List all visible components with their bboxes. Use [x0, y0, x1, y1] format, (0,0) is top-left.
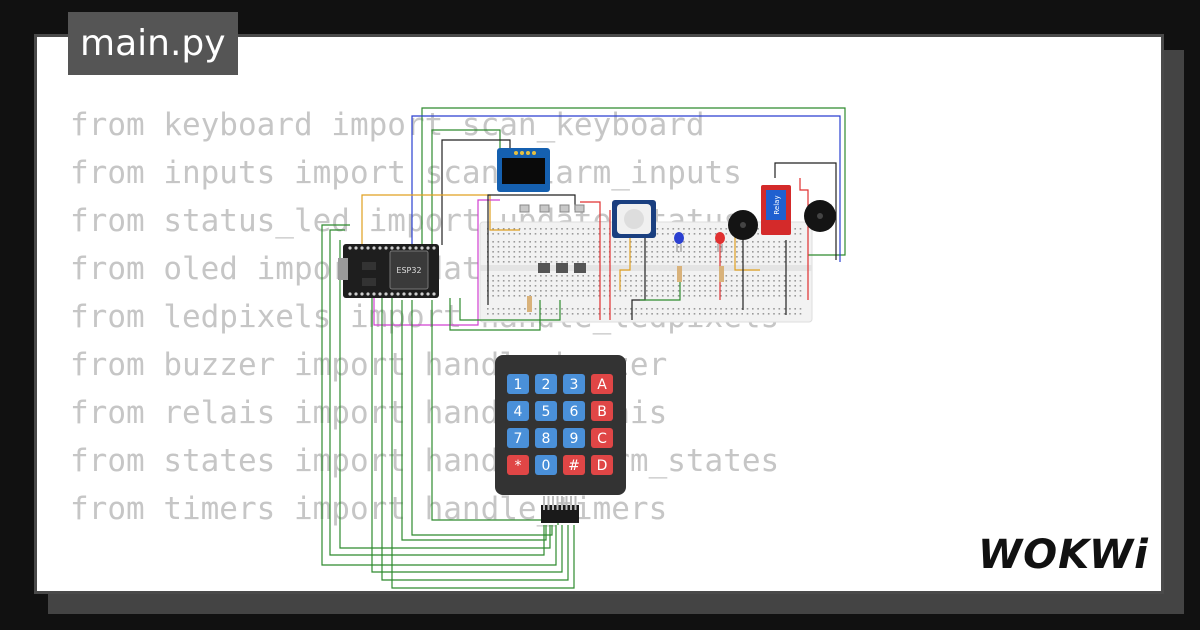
keypad-key-label: A [597, 377, 607, 393]
wire-green [339, 240, 551, 549]
keypad-key[interactable]: * [507, 455, 529, 475]
esp32-pins [348, 246, 436, 296]
wire-green [459, 298, 561, 321]
wire-green [401, 300, 547, 541]
slide-switches [519, 204, 586, 273]
wokwi-logo: WOKWi [978, 532, 1149, 576]
keypad-key[interactable]: C [591, 428, 613, 448]
keypad-keys: 1 2 3 A 4 5 6 B 7 8 9 C * 0 # D [507, 374, 613, 475]
wire-green [411, 300, 553, 536]
keypad-connector [543, 496, 577, 510]
wire-black [631, 238, 646, 320]
keypad-key[interactable]: A [591, 374, 613, 394]
keypad-key[interactable]: 3 [563, 374, 585, 394]
keypad-key-label: 8 [542, 431, 551, 447]
wire-red [799, 178, 809, 300]
keypad-key-label: 5 [542, 404, 551, 420]
wire-green [449, 298, 541, 331]
keypad-key[interactable]: 4 [507, 401, 529, 421]
wire-green [371, 298, 563, 573]
keypad-key[interactable]: 9 [563, 428, 585, 448]
wire-orange [619, 238, 631, 290]
keypad-key-label: 1 [514, 377, 523, 393]
buzzer-2 [804, 200, 836, 232]
esp32-board: ESP32 [338, 244, 439, 298]
wire-green [329, 229, 545, 556]
keypad-key[interactable]: D [591, 455, 613, 475]
keypad-key-label: 4 [514, 404, 523, 420]
wokwi-logo-text: WOKWi [978, 532, 1149, 576]
keypad-key-label: 0 [542, 458, 551, 474]
keypad-key[interactable]: 8 [535, 428, 557, 448]
code-line: from keyboard import scan_keyboard [70, 107, 705, 143]
breadboard [479, 221, 813, 323]
keypad-key[interactable]: 6 [563, 401, 585, 421]
wire-green [391, 298, 575, 589]
keypad-key-label: 3 [570, 377, 579, 393]
code-line: from inputs import scan_alarm_inputs [70, 155, 742, 191]
wire-black [774, 162, 837, 260]
keypad-key[interactable]: 2 [535, 374, 557, 394]
keypad-key-label: * [515, 458, 522, 474]
wire-green [321, 224, 557, 566]
keypad-key-label: 7 [514, 431, 523, 447]
wire-black [441, 139, 511, 245]
keypad-key[interactable]: # [563, 455, 585, 475]
keypad-key[interactable]: 5 [535, 401, 557, 421]
wire-blue [411, 115, 841, 262]
wire-black [487, 194, 576, 305]
keypad-key-label: 9 [570, 431, 579, 447]
wire-green [421, 107, 846, 256]
keypad-key-label: B [597, 404, 607, 420]
keypad-key[interactable]: 0 [535, 455, 557, 475]
relay-label: Relay [773, 195, 781, 214]
wire-magenta [373, 199, 500, 326]
wire-green [381, 298, 569, 581]
keypad-key[interactable]: 7 [507, 428, 529, 448]
relay-module: Relay [761, 185, 791, 235]
keypad-key[interactable]: B [591, 401, 613, 421]
keypad-key-label: D [597, 458, 608, 474]
esp32-chip-label: ESP32 [396, 266, 421, 275]
keypad-key-label: 6 [570, 404, 579, 420]
keypad-key-label: 2 [542, 377, 551, 393]
buzzer-1 [728, 210, 758, 240]
keypad-key-label: C [597, 431, 607, 447]
membrane-keypad: 1 2 3 A 4 5 6 B 7 8 9 C * 0 # D [495, 355, 626, 523]
file-tab[interactable]: main.py [68, 12, 238, 75]
led-blue [674, 232, 684, 252]
wire-red [580, 201, 601, 320]
pir-sensor [612, 200, 656, 238]
led-red [715, 232, 725, 252]
wire-orange [734, 225, 760, 271]
keypad-key[interactable]: 1 [507, 374, 529, 394]
keypad-key-label: # [568, 458, 580, 474]
wires [321, 107, 846, 589]
resistors [527, 266, 724, 312]
breadboard-holes [487, 228, 802, 315]
oled-display [497, 148, 550, 192]
